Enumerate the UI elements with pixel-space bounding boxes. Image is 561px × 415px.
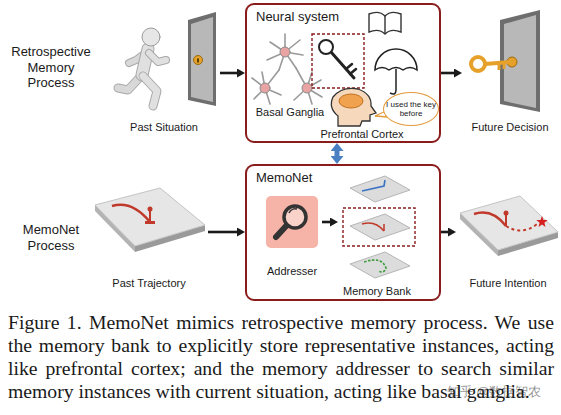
node-label: Future Intention [469, 277, 546, 290]
door-frame [188, 12, 216, 106]
flow-arrow [335, 151, 340, 156]
figure-caption: Figure 1. MemoNet mimics retrospective m… [8, 311, 554, 403]
person-arm [149, 53, 166, 62]
neuron-body [280, 47, 290, 57]
node-label: Past Trajectory [112, 277, 185, 290]
box-title: Neural system [256, 10, 339, 25]
scene-tile [95, 188, 205, 252]
scene-tile [460, 196, 558, 256]
addresser-square [266, 196, 318, 248]
decision-illustration: Future Decision [462, 14, 558, 134]
node-label: Addresser [267, 265, 317, 278]
neuron-body [260, 83, 270, 93]
key-tooth [498, 63, 501, 70]
open-door [471, 10, 540, 112]
agent-marker [505, 214, 507, 226]
process-label: Retrospective Memory Process [5, 44, 97, 91]
selection-box [343, 208, 415, 246]
flow-arrow [441, 231, 448, 234]
watermark: 知乎 @数据智农 [430, 384, 558, 400]
umbrella-canopy [375, 49, 417, 70]
brain [339, 94, 363, 108]
umbrella-handle [390, 69, 396, 94]
neural-system-box: Neural system I used the key before [245, 3, 441, 143]
neuron-body [302, 83, 312, 93]
key-tooth [503, 63, 506, 69]
selection-box [312, 34, 364, 88]
addresser-module: Addresser [262, 196, 322, 278]
agent-marker [149, 210, 151, 222]
human-head [331, 88, 388, 126]
key-tooth [350, 69, 356, 74]
memory-trajectory [364, 260, 386, 272]
flow-arrow [322, 221, 330, 224]
memory-trajectory [362, 223, 384, 231]
predicted-trajectory [506, 224, 537, 231]
memory-tile [350, 214, 410, 240]
agent-marker [383, 224, 385, 231]
book-spine [384, 16, 385, 34]
trajectory-line [112, 205, 150, 222]
memonet-box: MemoNetAddresserMemory Bank [245, 164, 441, 301]
memory-tile [350, 176, 410, 202]
goal-star [536, 216, 547, 227]
keyhole [197, 59, 199, 63]
agent-marker [145, 221, 155, 224]
tile-top [95, 188, 205, 246]
trajectory-illustration: Past Trajectory [90, 180, 208, 290]
memory-tile [350, 252, 410, 278]
lens-glint [289, 209, 297, 213]
region-label: Prefrontal Cortex [316, 128, 408, 141]
situation-illustration: Past Situation [108, 14, 220, 134]
door-lock [194, 56, 203, 65]
flow-arrow [441, 72, 454, 75]
flow-arrow [220, 72, 237, 75]
magnifier-icon [276, 206, 306, 237]
key-icon [319, 40, 356, 78]
box-title: MemoNet [256, 171, 312, 186]
node-label: Past Situation [130, 121, 198, 134]
umbrella-icon [375, 49, 417, 94]
key-tooth [346, 64, 352, 69]
node-label: Memory Bank [343, 285, 411, 298]
process-label: MemoNet Process [5, 222, 97, 253]
intention-illustration: Future Intention [456, 188, 560, 290]
agent-marker [148, 207, 153, 212]
memory-bank: Memory Bank [338, 170, 416, 298]
person-leg [143, 76, 157, 106]
book-icon [369, 12, 401, 34]
person-leg [143, 76, 157, 106]
memory-tiles [343, 176, 415, 278]
key-bow [319, 40, 333, 54]
agent-marker [504, 211, 509, 216]
node-label: Future Decision [471, 121, 548, 134]
head-outline [331, 88, 376, 126]
walking-person [118, 28, 166, 106]
person-arm [149, 53, 166, 62]
node-label: I used the key before [386, 100, 436, 118]
door-panel [191, 17, 213, 102]
locked-door [188, 12, 216, 106]
flow-arrow [208, 231, 237, 234]
memory-trajectory [362, 180, 385, 191]
magnifier-lens [284, 206, 306, 228]
person-head [142, 28, 160, 46]
key-bow [471, 57, 485, 71]
trajectory-line [474, 213, 506, 227]
region-label: Basal Ganglia [248, 106, 332, 119]
speech-bubble: I used the key before [383, 92, 439, 126]
tile-top [460, 196, 558, 250]
book-cover [369, 12, 401, 34]
magnifier-handle [276, 225, 287, 237]
